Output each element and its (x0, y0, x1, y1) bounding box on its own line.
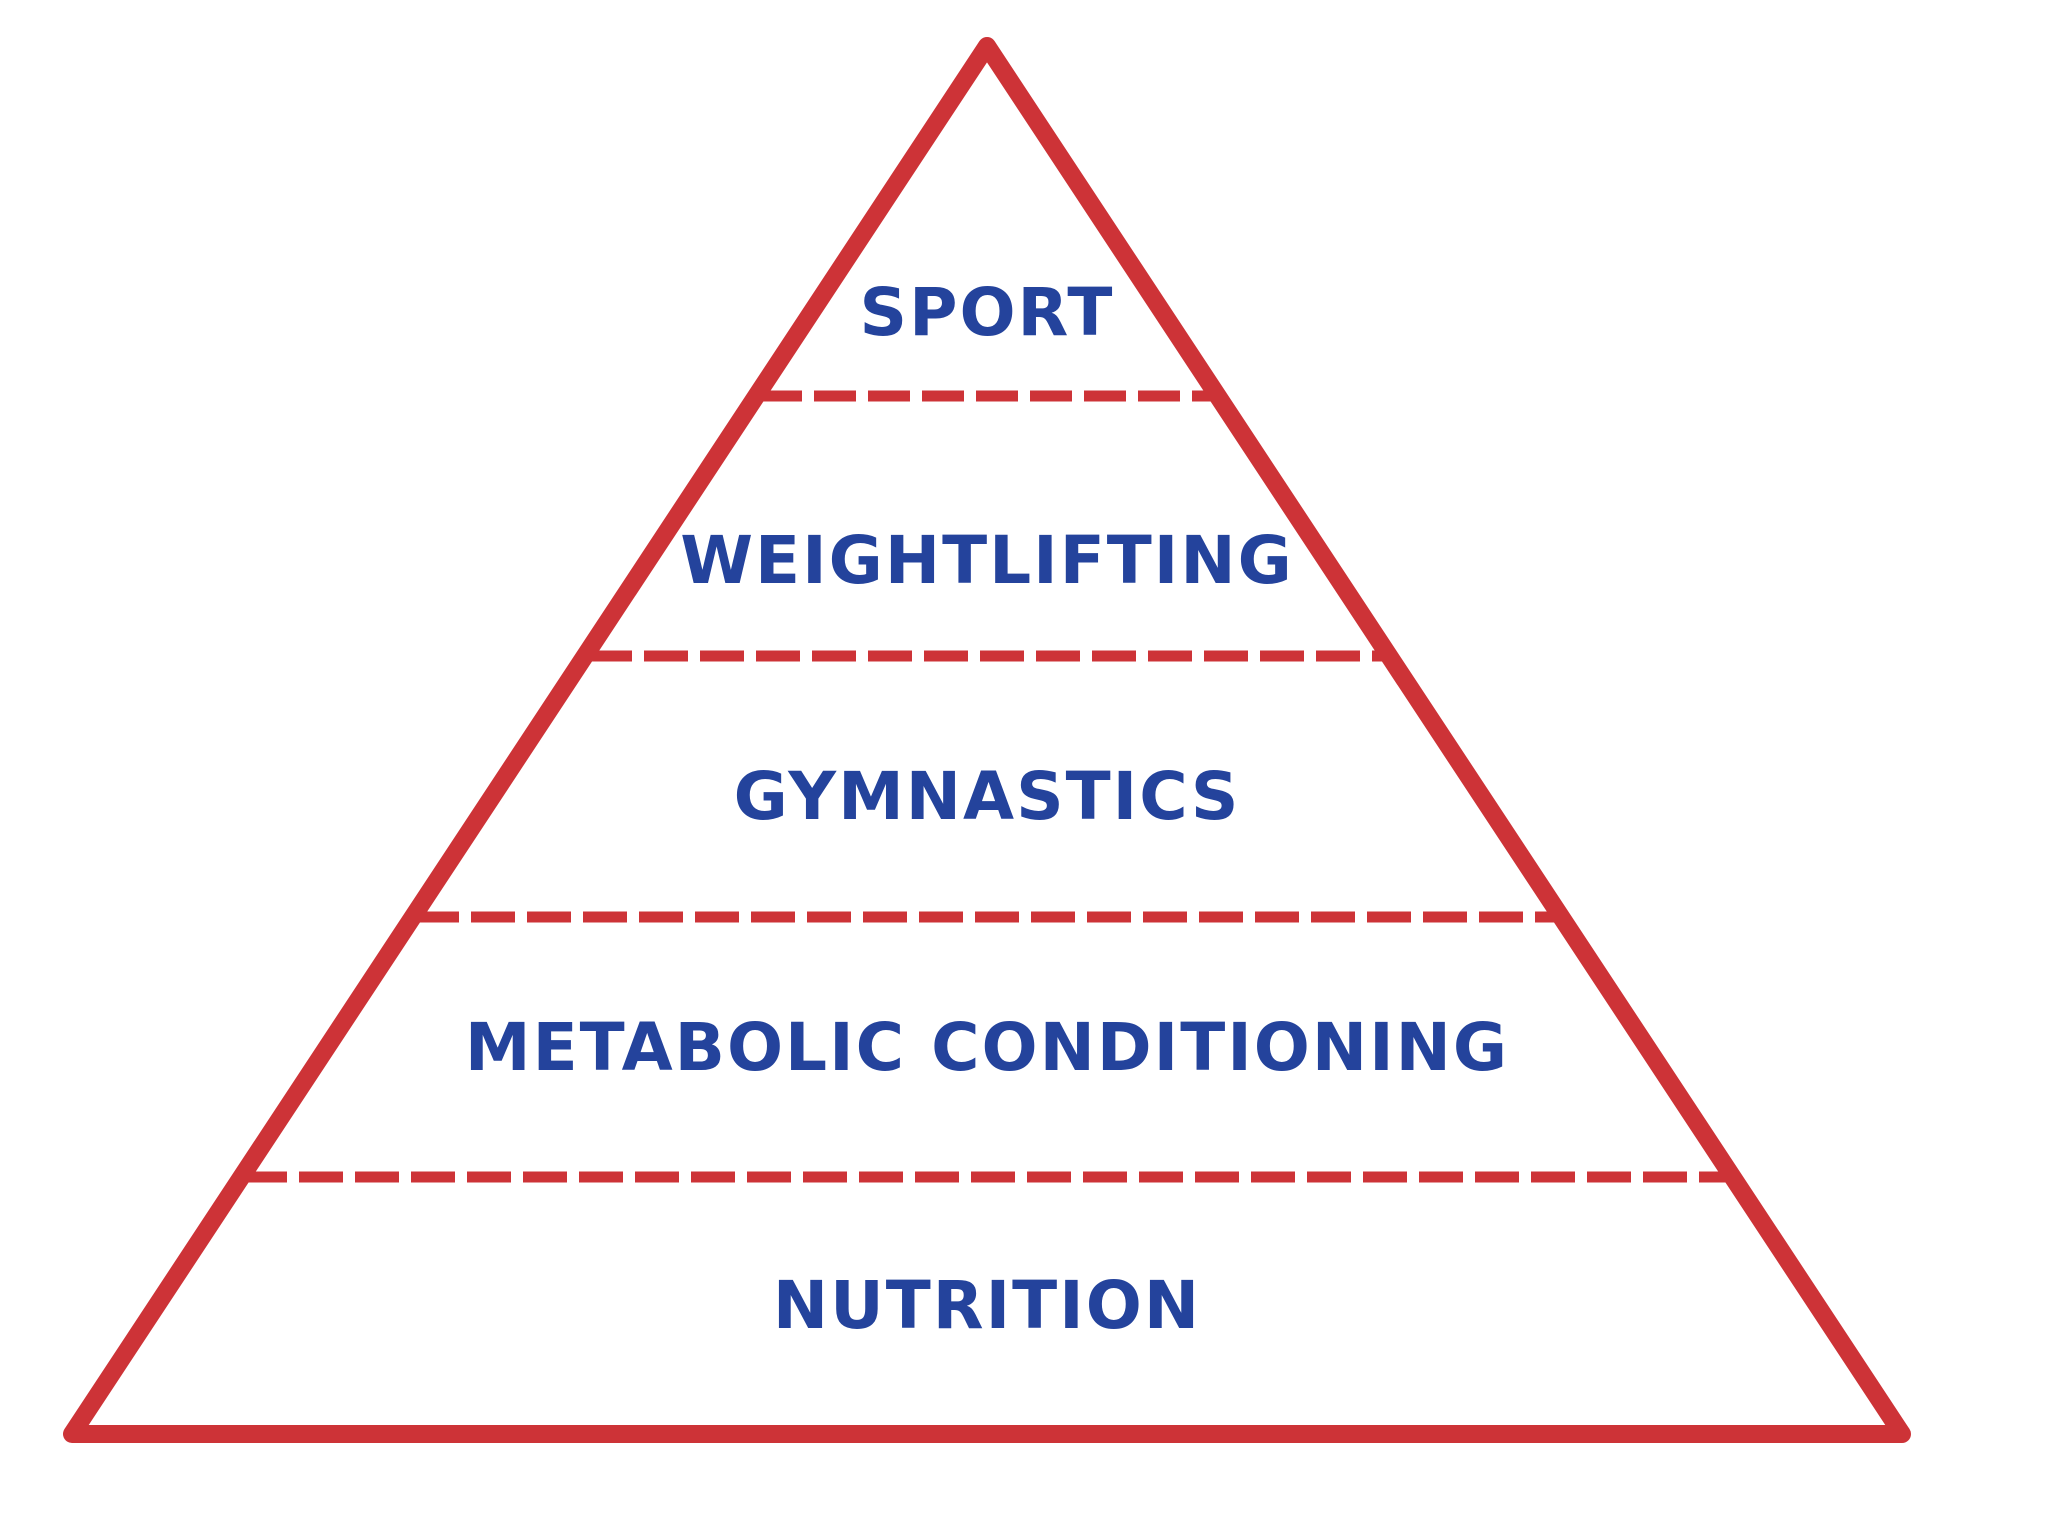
tier-label-sport: SPORT (859, 274, 1115, 351)
tier-label-metabolic-conditioning: METABOLIC CONDITIONING (464, 1009, 1510, 1086)
tier-label-weightlifting: WEIGHTLIFTING (680, 522, 1294, 599)
tier-label-gymnastics: GYMNASTICS (733, 758, 1241, 835)
pyramid-outline (63, 37, 1911, 1443)
tier-label-nutrition: NUTRITION (772, 1267, 1202, 1344)
